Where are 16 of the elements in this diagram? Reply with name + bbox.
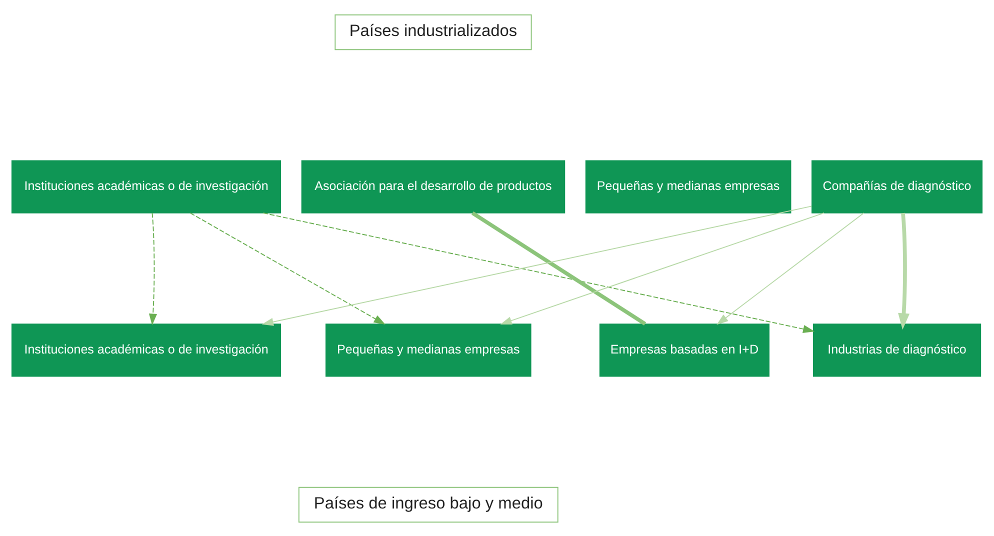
node-box: Industrias de diagnóstico <box>812 323 982 376</box>
connector <box>471 210 646 325</box>
arrow <box>716 212 864 324</box>
node-box: Instituciones académicas o de investigación <box>11 160 282 213</box>
node-box: Pequeñas y medianas empresas <box>585 160 792 213</box>
arrow <box>898 212 910 330</box>
node-box: Empresas basadas en I+D <box>599 323 770 376</box>
arrow <box>148 212 158 325</box>
arrow <box>190 212 386 324</box>
node-box: Pequeñas y medianas empresas <box>326 323 532 376</box>
node-box: Compañías de diagnóstico <box>812 160 983 213</box>
node-box: Asociación para el desarrollo de productos <box>301 160 566 213</box>
arrow <box>500 212 825 324</box>
node-box: Instituciones académicas o de investigación <box>11 323 282 376</box>
node-box: Países industrializados <box>334 14 532 50</box>
node-box: Países de ingreso bajo y medio <box>298 486 558 522</box>
